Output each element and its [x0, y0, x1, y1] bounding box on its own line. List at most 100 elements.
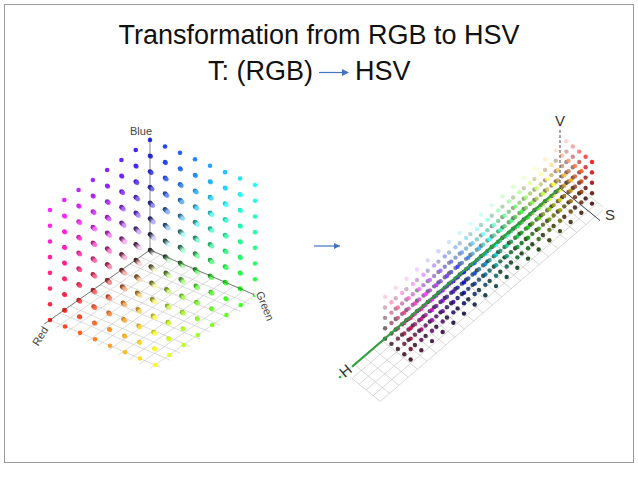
color-point	[404, 277, 408, 281]
color-point	[122, 333, 127, 338]
color-point	[137, 324, 142, 329]
floor-grid	[110, 278, 220, 325]
color-point	[166, 226, 171, 231]
color-point	[238, 176, 243, 181]
color-point	[122, 318, 127, 323]
floor-grid	[354, 365, 389, 394]
color-point	[238, 224, 243, 229]
color-point	[466, 297, 470, 301]
color-point	[108, 281, 113, 286]
color-point	[77, 251, 82, 256]
color-point	[496, 208, 500, 212]
color-point	[517, 200, 521, 204]
color-point	[62, 229, 67, 234]
color-point	[509, 260, 513, 264]
color-point	[477, 246, 481, 250]
color-point	[151, 203, 156, 208]
color-point	[77, 220, 82, 225]
color-point	[551, 224, 555, 228]
color-point	[181, 326, 186, 331]
color-point	[63, 261, 68, 266]
arrow-head	[334, 243, 340, 249]
h-axis	[339, 188, 560, 378]
color-point	[517, 190, 521, 194]
floor-grid	[119, 282, 224, 356]
color-point	[107, 264, 112, 269]
color-point	[195, 238, 200, 243]
floor-grid	[401, 325, 436, 354]
color-point	[528, 181, 532, 185]
color-point	[78, 252, 83, 257]
color-point	[536, 247, 540, 251]
color-point	[106, 184, 111, 189]
color-point	[556, 168, 560, 172]
color-point	[419, 348, 423, 352]
color-point	[562, 194, 566, 198]
color-point	[551, 213, 555, 217]
color-point	[123, 287, 128, 292]
color-point	[123, 240, 128, 245]
color-point	[413, 332, 417, 336]
color-point	[515, 234, 519, 238]
color-point	[583, 175, 587, 179]
color-point	[196, 317, 201, 322]
color-point	[193, 189, 198, 194]
color-point	[438, 269, 442, 273]
color-point	[462, 311, 466, 315]
color-point	[122, 255, 127, 260]
axis-label: V	[553, 112, 567, 129]
color-point	[509, 219, 513, 223]
color-point	[196, 333, 201, 338]
color-point	[166, 321, 171, 326]
color-point	[530, 232, 534, 236]
color-point	[549, 163, 553, 167]
color-point	[434, 325, 438, 329]
color-point	[137, 277, 142, 282]
color-point	[78, 315, 83, 320]
color-point	[253, 214, 258, 219]
cube-axis	[150, 135, 151, 251]
color-point	[167, 290, 172, 295]
floor-grid	[448, 284, 483, 313]
color-point	[447, 240, 451, 244]
color-point	[92, 305, 97, 310]
color-point	[166, 305, 171, 310]
color-point	[194, 206, 199, 211]
color-point	[396, 316, 400, 320]
color-point	[430, 308, 434, 312]
color-point	[123, 334, 128, 339]
color-point	[519, 241, 523, 245]
color-point	[223, 233, 228, 238]
color-point	[123, 271, 128, 276]
color-point	[498, 270, 502, 274]
floor-grid	[457, 276, 492, 305]
color-point	[138, 356, 143, 361]
color-point	[445, 295, 449, 299]
color-point	[470, 241, 474, 245]
color-point	[181, 343, 186, 348]
cube-axis	[42, 250, 150, 326]
color-point	[209, 196, 214, 201]
color-point	[91, 194, 96, 199]
color-point	[224, 203, 229, 208]
color-point	[519, 251, 523, 255]
color-point	[123, 303, 128, 308]
color-point	[483, 283, 487, 287]
color-point	[209, 291, 214, 296]
color-point	[224, 266, 229, 271]
color-point	[210, 228, 215, 233]
color-point	[590, 191, 594, 195]
color-point	[253, 183, 258, 188]
color-point	[526, 225, 530, 229]
color-point	[63, 214, 68, 219]
color-point	[440, 330, 444, 334]
color-point	[423, 292, 427, 296]
color-point	[181, 248, 186, 253]
color-point	[453, 245, 457, 249]
color-point	[105, 183, 110, 188]
color-point	[224, 250, 229, 255]
color-point	[383, 316, 387, 320]
color-point	[524, 206, 528, 210]
color-point	[568, 178, 572, 182]
